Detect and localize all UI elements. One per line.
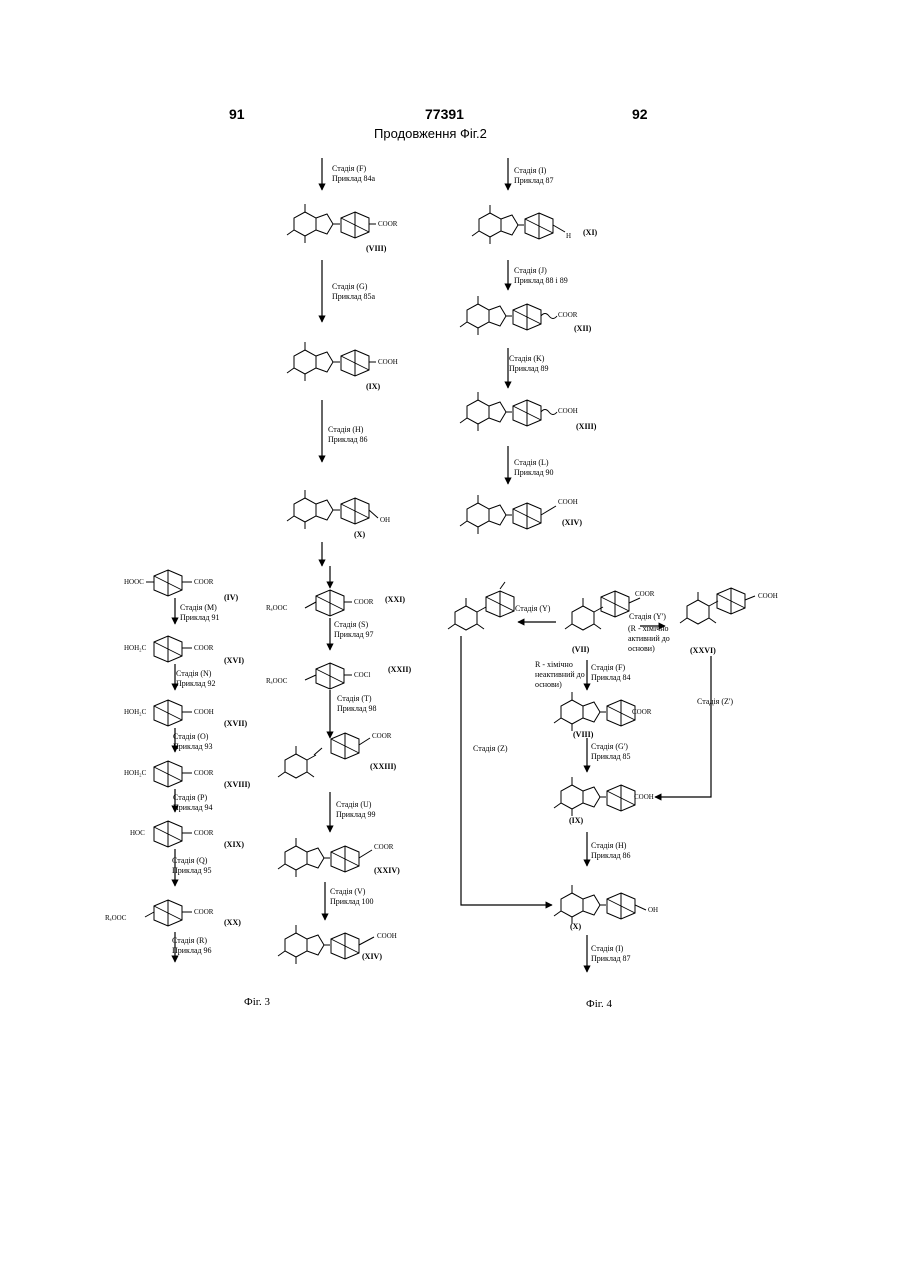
step-label: Стадія (I)Приклад 87 <box>514 166 554 186</box>
compound-label: (XX) <box>224 918 241 927</box>
substituent-label: COCl <box>354 671 370 679</box>
substituent-label: OH <box>380 516 390 524</box>
compound-label: (X) <box>354 530 365 539</box>
substituent-label: HOH₂C <box>124 644 146 652</box>
substituent-label: COOR <box>194 578 213 586</box>
substituent-label: COOH <box>558 498 578 506</box>
step-label: Стадія (V)Приклад 100 <box>330 887 374 907</box>
step-label: Стадія (N)Приклад 92 <box>176 669 216 689</box>
substituent-label: COOR <box>194 769 213 777</box>
substituent-label: RₐOOC <box>105 914 126 922</box>
substituent-label: COOR <box>194 829 213 837</box>
step-label: Стадія (I)Приклад 87 <box>591 944 631 964</box>
compound-label: (XIV) <box>562 518 582 527</box>
compound-label: (VII) <box>572 645 589 654</box>
step-label: Стадія (F)Приклад 84 <box>591 663 631 683</box>
compound-label: (IX) <box>366 382 380 391</box>
step-label: Стадія (Z) <box>473 744 508 754</box>
note-label: R - хімічно неактивний до основи) <box>535 660 593 690</box>
compound-label: (IV) <box>224 593 238 602</box>
substituent-label: HOC <box>130 829 145 837</box>
compound-label: (VIII) <box>573 730 593 739</box>
substituent-label: HOH₂C <box>124 708 146 716</box>
compound-label: (XIX) <box>224 840 244 849</box>
step-label: Стадія (H)Приклад 86 <box>328 425 368 445</box>
compound-label: (IX) <box>569 816 583 825</box>
step-label: Стадія (O)Приклад 93 <box>173 732 213 752</box>
substituent-label: COOH <box>377 932 397 940</box>
substituent-label: H <box>566 232 571 240</box>
step-label: Стадія (U)Приклад 99 <box>336 800 376 820</box>
compound-label: (XI) <box>583 228 597 237</box>
step-label: Стадія (F)Приклад 84a <box>332 164 375 184</box>
compound-label: (XIV) <box>362 952 382 961</box>
substituent-label: COOR <box>632 708 651 716</box>
substituent-label: COOR <box>372 732 391 740</box>
compound-label: (XXIII) <box>370 762 396 771</box>
compound-label: (XIII) <box>576 422 596 431</box>
compound-label: (XVI) <box>224 656 244 665</box>
substituent-label: COOR <box>558 311 577 319</box>
step-label: Стадія (G')Приклад 85 <box>591 742 631 762</box>
substituent-label: COOR <box>354 598 373 606</box>
substituent-label: COOR <box>194 908 213 916</box>
substituent-label: HOH₂C <box>124 769 146 777</box>
step-label: Стадія (Y') <box>629 612 666 622</box>
compound-label: (XXIV) <box>374 866 400 875</box>
substituent-label: COOH <box>194 708 214 716</box>
step-label: Стадія (J)Приклад 88 і 89 <box>514 266 568 286</box>
figure-caption: Фіг. 4 <box>586 998 612 1010</box>
step-label: Стадія (Q)Приклад 95 <box>172 856 212 876</box>
figure-caption: Фіг. 3 <box>244 996 270 1008</box>
substituent-label: COOR <box>374 843 393 851</box>
step-label: Стадія (R)Приклад 96 <box>172 936 212 956</box>
step-label: Стадія (S)Приклад 97 <box>334 620 374 640</box>
step-label: Стадія (T)Приклад 98 <box>337 694 377 714</box>
compound-label: (VIII) <box>366 244 386 253</box>
note-label: (R - хімічно активний до основи) <box>628 624 690 654</box>
compound-label: (X) <box>570 922 581 931</box>
compound-label: (XXI) <box>385 595 405 604</box>
substituent-label: COOH <box>558 407 578 415</box>
step-label: Стадія (L)Приклад 90 <box>514 458 554 478</box>
substituent-label: OH <box>648 906 658 914</box>
step-label: Стадія (P)Приклад 94 <box>173 793 213 813</box>
compound-label: (XXII) <box>388 665 411 674</box>
step-label: Стадія (H)Приклад 86 <box>591 841 631 861</box>
substituent-label: COOR <box>194 644 213 652</box>
substituent-label: COOR <box>378 220 397 228</box>
substituent-label: RₐOOC <box>266 677 287 685</box>
substituent-label: RₐOOC <box>266 604 287 612</box>
substituent-label: COOH <box>378 358 398 366</box>
substituent-label: COOR <box>635 590 654 598</box>
step-label: Стадія (Z') <box>697 697 733 707</box>
compound-label: (XVII) <box>224 719 247 728</box>
step-label: Стадія (G)Приклад 85a <box>332 282 375 302</box>
compound-label: (XXVI) <box>690 646 716 655</box>
step-label: Стадія (K)Приклад 89 <box>509 354 549 374</box>
compound-label: (XVIII) <box>224 780 250 789</box>
substituent-label: HOOC <box>124 578 144 586</box>
substituent-label: COOH <box>634 793 654 801</box>
step-label: Стадія (Y) <box>515 604 550 614</box>
step-label: Стадія (M)Приклад 91 <box>180 603 220 623</box>
substituent-label: COOH <box>758 592 778 600</box>
compound-label: (XII) <box>574 324 591 333</box>
